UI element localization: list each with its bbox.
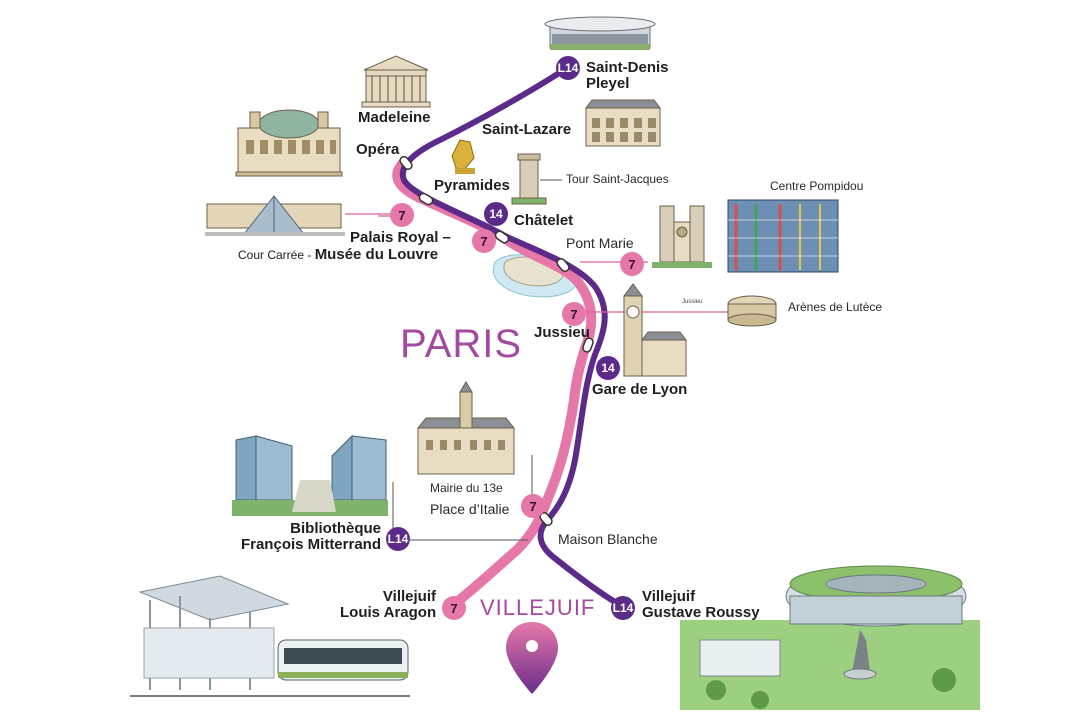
line-14-badge: L14 [556,56,580,80]
line-7-badge: 7 [390,203,414,227]
station-pyramides: Pyramides [434,177,510,194]
mairie-13e-illustration [416,381,516,475]
line-14-badge: 14 [596,356,620,380]
landmark-arenes-de-lutece: Arènes de Lutèce [788,300,883,314]
saint-lazare-illustration [585,99,661,147]
station-gare-de-lyon: Gare de Lyon [592,381,688,398]
arenes-de-lutece-illustration [727,295,777,327]
station-place-italie: Place d’Italie [430,501,510,517]
tram-station-illustration [130,575,410,697]
stade-de-france-illustration [544,16,656,50]
station-bibliotheque: Bibliothèque François Mitterrand [240,520,381,554]
station-saint-lazare: Saint-Lazare [482,121,572,138]
line-14-badge: L14 [611,596,635,620]
station-madeleine: Madeleine [358,109,431,126]
city-label-villejuif: VILLEJUIF [480,595,596,620]
landmark-centre-pompidou: Centre Pompidou [770,179,864,193]
grey-leader-lines [392,179,562,541]
line-7-badge: 7 [521,494,545,518]
landmark-jussieu-small: Jussieu [682,299,703,305]
station-pont-marie: Pont Marie [566,235,634,251]
line-14-route [399,65,625,609]
louvre-pyramid-illustration [205,195,345,236]
notre-dame-illustration [652,205,712,268]
joan-of-arc-statue-illustration [451,139,475,174]
bibliotheque-towers-illustration [232,434,388,516]
station-jussieu: Jussieu [534,324,590,341]
station-maison-blanche: Maison Blanche [558,531,658,547]
musee-louvre-label: Musée du Louvre [314,246,439,263]
line-7-badge: 7 [472,229,496,253]
opera-garnier-illustration [235,109,343,177]
line-7-badge: 7 [562,302,586,326]
tour-saint-jacques-illustration [511,153,547,205]
landmark-tour-saint-jacques: Tour Saint-Jacques [566,172,669,186]
line-7-badge: 7 [620,252,644,276]
station-saint-denis-pleyel: Saint-Denis Pleyel [586,59,669,93]
station-opera: Opéra [356,141,400,158]
station-villejuif-gustave-roussy: Villejuif Gustave Roussy [642,588,760,622]
city-label-paris: PARIS [400,322,523,366]
gustave-roussy-illustration [680,565,980,710]
madeleine-illustration [361,55,431,108]
line-14-badge: L14 [386,527,410,551]
gare-de-lyon-illustration [623,283,687,377]
landmark-mairie-13e: Mairie du 13e [430,481,503,495]
centre-pompidou-illustration [727,199,839,273]
location-pin-icon [506,622,558,694]
station-palais-royal: Palais Royal – [350,229,451,246]
station-villejuif-louis-aragon: Villejuif Louis Aragon [340,588,437,622]
station-chatelet: Châtelet [514,212,574,229]
line-14-badge: 14 [484,202,508,226]
station-louvre: Cour Carrée - Musée du Louvre [238,246,438,263]
interchange-markers [399,155,594,527]
cour-carree-label: Cour Carrée - [238,248,315,262]
line-7-badge: 7 [442,596,466,620]
